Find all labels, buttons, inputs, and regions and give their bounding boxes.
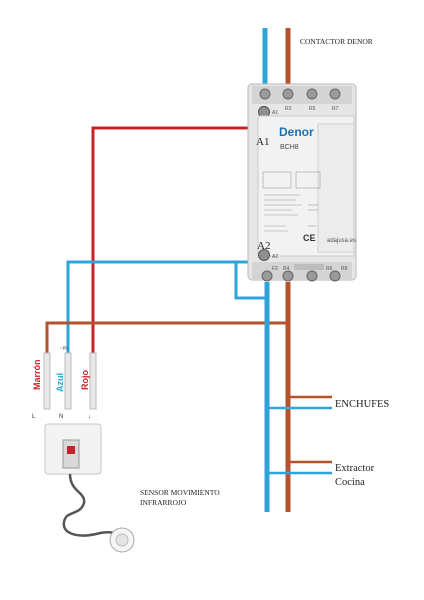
sensor-title-line1: SENSOR MOVIMIENTO — [140, 488, 220, 497]
contactor-right-panel — [317, 123, 355, 253]
terminal-f2-label: F2 — [272, 266, 278, 272]
screw-r6 — [306, 270, 318, 282]
ce-mark: CE — [303, 233, 316, 243]
top-terminal-strip — [252, 86, 352, 104]
control-wire-a1 — [91, 126, 262, 355]
enchufes-label: ENCHUFES — [335, 399, 389, 410]
screw-r5 — [306, 88, 318, 100]
bottom-terminal-strip — [252, 262, 352, 280]
model-label: BCH8 — [280, 144, 299, 151]
terminal-r7-label: R7 — [332, 106, 339, 112]
cocina-label: Cocina — [335, 477, 365, 488]
top-screws — [259, 88, 341, 100]
spec-print — [262, 171, 321, 232]
terminal-out-label: ↓ — [88, 414, 91, 420]
terminal-a1-small: A1 — [272, 110, 278, 116]
sensor-cable — [62, 473, 119, 537]
screw-r1 — [259, 88, 271, 100]
terminal-r8-label: R8 — [341, 266, 348, 272]
terminal-r5-label: R5 — [309, 106, 316, 112]
a1-label: A1 — [256, 136, 269, 148]
sensor-connector-tab — [67, 446, 75, 454]
bottom-screws — [261, 270, 341, 282]
wire-label-rojo: Rojo — [80, 370, 90, 390]
screw-r3 — [282, 88, 294, 100]
ir-sensor-lens — [115, 533, 129, 547]
screw-r4 — [282, 270, 294, 282]
extractor-label: Extractor — [335, 463, 375, 474]
screw-f2 — [261, 270, 273, 282]
lead-marron — [43, 352, 51, 410]
neutral-wire-a2 — [66, 260, 255, 355]
sensor-device: Marrón Azul Rojo ~IN L N ↓ — [32, 346, 135, 553]
terminal-l-label: L — [32, 414, 36, 420]
terminal-r3-label: R3 — [285, 106, 292, 112]
website-label: adajusa.es — [327, 238, 356, 244]
wires — [45, 28, 332, 512]
sensor-title-line2: INFRARROJO — [140, 498, 187, 507]
wire-label-azul: Azul — [55, 373, 65, 392]
screw-a2 — [258, 249, 270, 261]
lead-azul — [64, 352, 72, 410]
screw-r7 — [329, 88, 341, 100]
a2-label: A2 — [257, 240, 270, 252]
bottom-marker-plate — [294, 264, 324, 270]
lead-rojo — [89, 352, 97, 410]
wire-label-marron: Marrón — [32, 359, 42, 390]
in-tag: ~IN — [60, 346, 68, 352]
contactor-title: CONTACTOR DENOR — [300, 37, 373, 46]
terminal-a2-small: A2 — [272, 254, 278, 260]
terminal-r6-label: R6 — [326, 266, 333, 272]
terminal-r4-label: R4 — [283, 266, 290, 272]
terminal-n-label: N — [59, 414, 63, 420]
contactor-device: R1 R3 R5 R7 A1 Denor BCH8 CE adajus — [247, 83, 357, 282]
brand-logo: Denor — [279, 125, 314, 139]
phase-wire-sensor — [45, 321, 288, 355]
screw-r8 — [329, 270, 341, 282]
